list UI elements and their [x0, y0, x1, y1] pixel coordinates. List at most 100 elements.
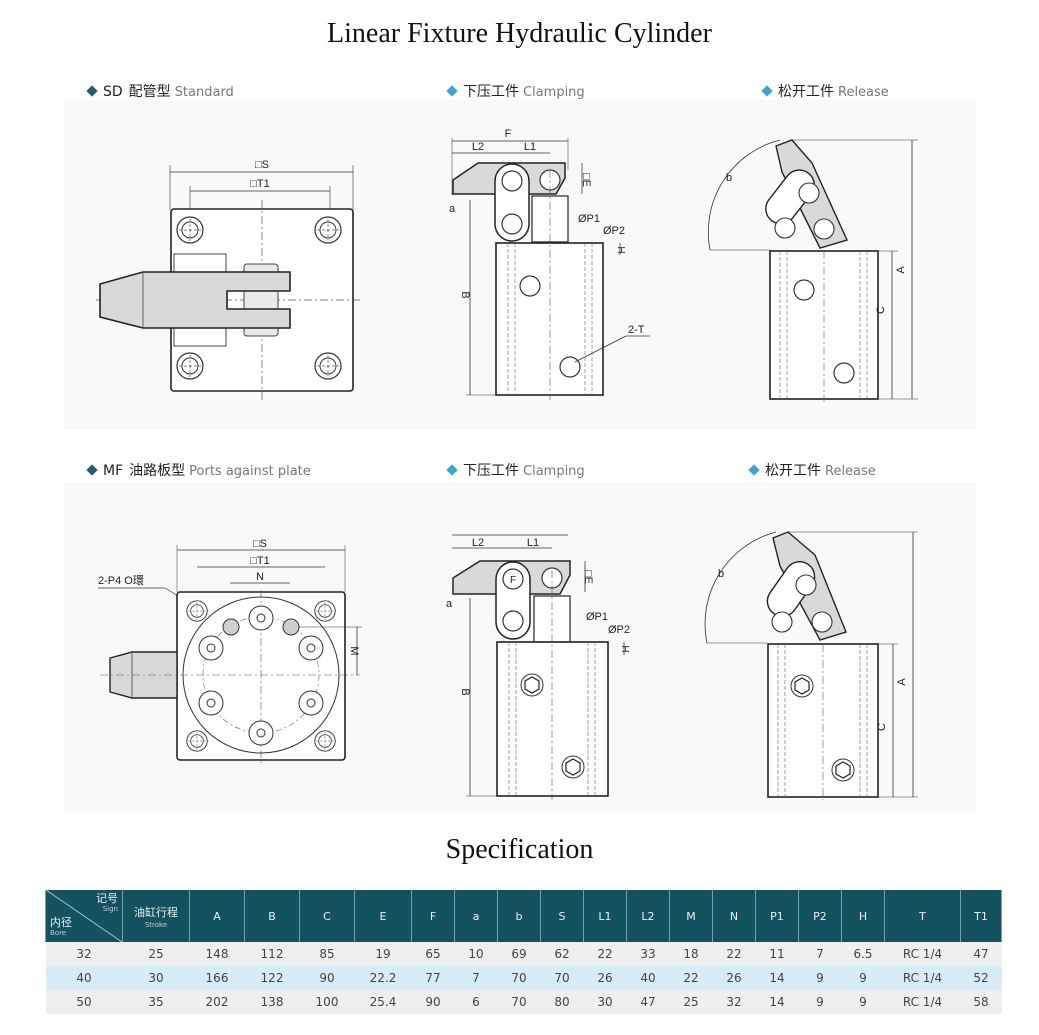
value-cell: 22.2 — [354, 966, 412, 990]
value-cell: 19 — [354, 942, 412, 966]
stroke-cell: 30 — [122, 966, 190, 990]
dim-l1-label: L1 — [527, 537, 539, 549]
dim-n-label: N — [256, 571, 264, 583]
header-col: E — [354, 890, 412, 942]
dim-a-label: a — [446, 598, 453, 610]
header-col: b — [497, 890, 541, 942]
value-cell: 166 — [189, 966, 245, 990]
dim-h-label: H — [619, 645, 630, 652]
value-cell: 47 — [626, 990, 670, 1014]
dim-l1-label: L1 — [524, 141, 536, 153]
dim-2t-label: 2-T — [628, 324, 645, 336]
stroke-cell: 25 — [122, 942, 190, 966]
value-cell: 40 — [626, 966, 670, 990]
value-cell: 69 — [497, 942, 541, 966]
value-cell: RC 1/4 — [884, 990, 961, 1014]
value-cell: 25.4 — [354, 990, 412, 1014]
value-cell: 18 — [669, 942, 713, 966]
dim-t1-label: □T1 — [250, 178, 269, 190]
dim-a-label: a — [449, 203, 456, 215]
dim-h-label: H — [615, 246, 626, 253]
header-col: a — [454, 890, 498, 942]
value-cell: 112 — [244, 942, 300, 966]
value-cell: 58 — [960, 990, 1002, 1014]
dim-a-label: A — [895, 266, 907, 274]
dim-l2-label: L2 — [472, 141, 484, 153]
dim-p4-label: 2-P4 O環 — [98, 574, 144, 587]
dim-m-label: M — [348, 646, 360, 655]
header-col: A — [189, 890, 245, 942]
dim-c-label: C — [875, 306, 887, 314]
header-col: C — [299, 890, 355, 942]
bore-cell: 40 — [45, 966, 123, 990]
value-cell: 26 — [583, 966, 627, 990]
header-col: T — [884, 890, 961, 942]
value-cell: 80 — [540, 990, 584, 1014]
dim-p2-label: ØP2 — [608, 624, 630, 636]
dim-p2-label: ØP2 — [603, 225, 625, 237]
dim-b-label: B — [459, 688, 471, 695]
value-cell: 6.5 — [841, 942, 885, 966]
value-cell: 148 — [189, 942, 245, 966]
header-col: N — [712, 890, 756, 942]
bore-cell: 32 — [45, 942, 123, 966]
value-cell: 9 — [841, 966, 885, 990]
header-col: M — [669, 890, 713, 942]
value-cell: 62 — [540, 942, 584, 966]
dim-p1-label: ØP1 — [578, 213, 600, 225]
value-cell: 14 — [755, 990, 799, 1014]
value-cell: 22 — [583, 942, 627, 966]
value-cell: 30 — [583, 990, 627, 1014]
stroke-cell: 35 — [122, 990, 190, 1014]
value-cell: 90 — [411, 990, 455, 1014]
dim-b-label: B — [459, 291, 471, 298]
value-cell: 85 — [299, 942, 355, 966]
header-col: P1 — [755, 890, 799, 942]
bore-cell: 50 — [45, 990, 123, 1014]
value-cell: 10 — [454, 942, 498, 966]
dim-f-label: F — [505, 128, 512, 140]
dim-p1-label: ØP1 — [586, 611, 608, 623]
dim-t1-label: □T1 — [250, 555, 269, 567]
value-cell: 32 — [712, 990, 756, 1014]
value-cell: 202 — [189, 990, 245, 1014]
header-col: F — [411, 890, 455, 942]
header-col: L1 — [583, 890, 627, 942]
dim-c-label: C — [876, 723, 888, 731]
header-col: B — [244, 890, 300, 942]
dim-s-label: □S — [253, 538, 267, 550]
dim-b-angle-label: b — [718, 568, 724, 580]
header-col: H — [841, 890, 885, 942]
value-cell: 138 — [244, 990, 300, 1014]
dim-f-label: F — [510, 575, 516, 586]
value-cell: 9 — [798, 990, 842, 1014]
value-cell: 70 — [497, 966, 541, 990]
value-cell: 70 — [497, 990, 541, 1014]
value-cell: 52 — [960, 966, 1002, 990]
dim-s-label: □S — [255, 159, 269, 171]
value-cell: RC 1/4 — [884, 942, 961, 966]
value-cell: 11 — [755, 942, 799, 966]
value-cell: 90 — [299, 966, 355, 990]
diagonal-divider-icon — [46, 890, 122, 942]
value-cell: 26 — [712, 966, 756, 990]
value-cell: RC 1/4 — [884, 966, 961, 990]
value-cell: 25 — [669, 990, 713, 1014]
value-cell: 122 — [244, 966, 300, 990]
dim-e-label: □E — [580, 173, 592, 187]
header-col: L2 — [626, 890, 670, 942]
value-cell: 9 — [798, 966, 842, 990]
